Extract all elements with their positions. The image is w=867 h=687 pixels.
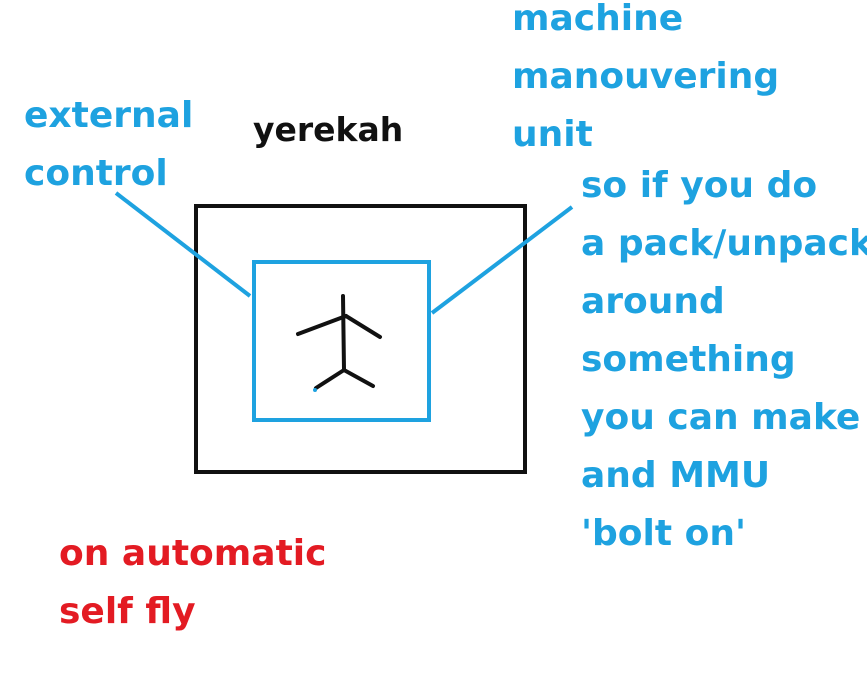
label-line: machine (512, 0, 684, 39)
stick-figure-foot-dot (313, 388, 317, 392)
label-line: you can make (581, 397, 861, 438)
diagram-title: yerekah (253, 110, 404, 149)
label-line: on automatic (59, 533, 327, 574)
label-line: self fly (59, 591, 196, 632)
machine-manouvering-unit-label: machine manouvering unit (512, 0, 779, 164)
label-line: control (24, 153, 168, 194)
label-line: around (581, 281, 725, 322)
stick-figure-right-leg (342, 368, 375, 388)
label-line: manouvering (512, 56, 780, 97)
stick-figure-body (341, 294, 346, 372)
outer-black-box (194, 204, 527, 474)
stick-figure-left-leg (314, 368, 346, 390)
label-line: and MMU (581, 455, 771, 496)
external-control-pointer-line (114, 191, 252, 298)
label-line: so if you do (581, 165, 818, 206)
stick-figure-left-arm (296, 314, 348, 336)
label-line: 'bolt on' (581, 513, 746, 554)
external-control-label: external control (24, 87, 193, 203)
label-line: external (24, 95, 194, 136)
inner-blue-box (252, 260, 431, 422)
mmu-pointer-line (430, 205, 574, 315)
automatic-self-fly-note: on automatic self fly (59, 525, 326, 641)
label-line: unit (512, 114, 593, 155)
stick-figure-right-arm (344, 314, 382, 339)
stick-figure-icon (296, 294, 382, 390)
label-line: a pack/unpack (581, 223, 867, 264)
label-line: something (581, 339, 796, 380)
pack-unpack-note: so if you do a pack/unpack around someth… (581, 157, 867, 563)
